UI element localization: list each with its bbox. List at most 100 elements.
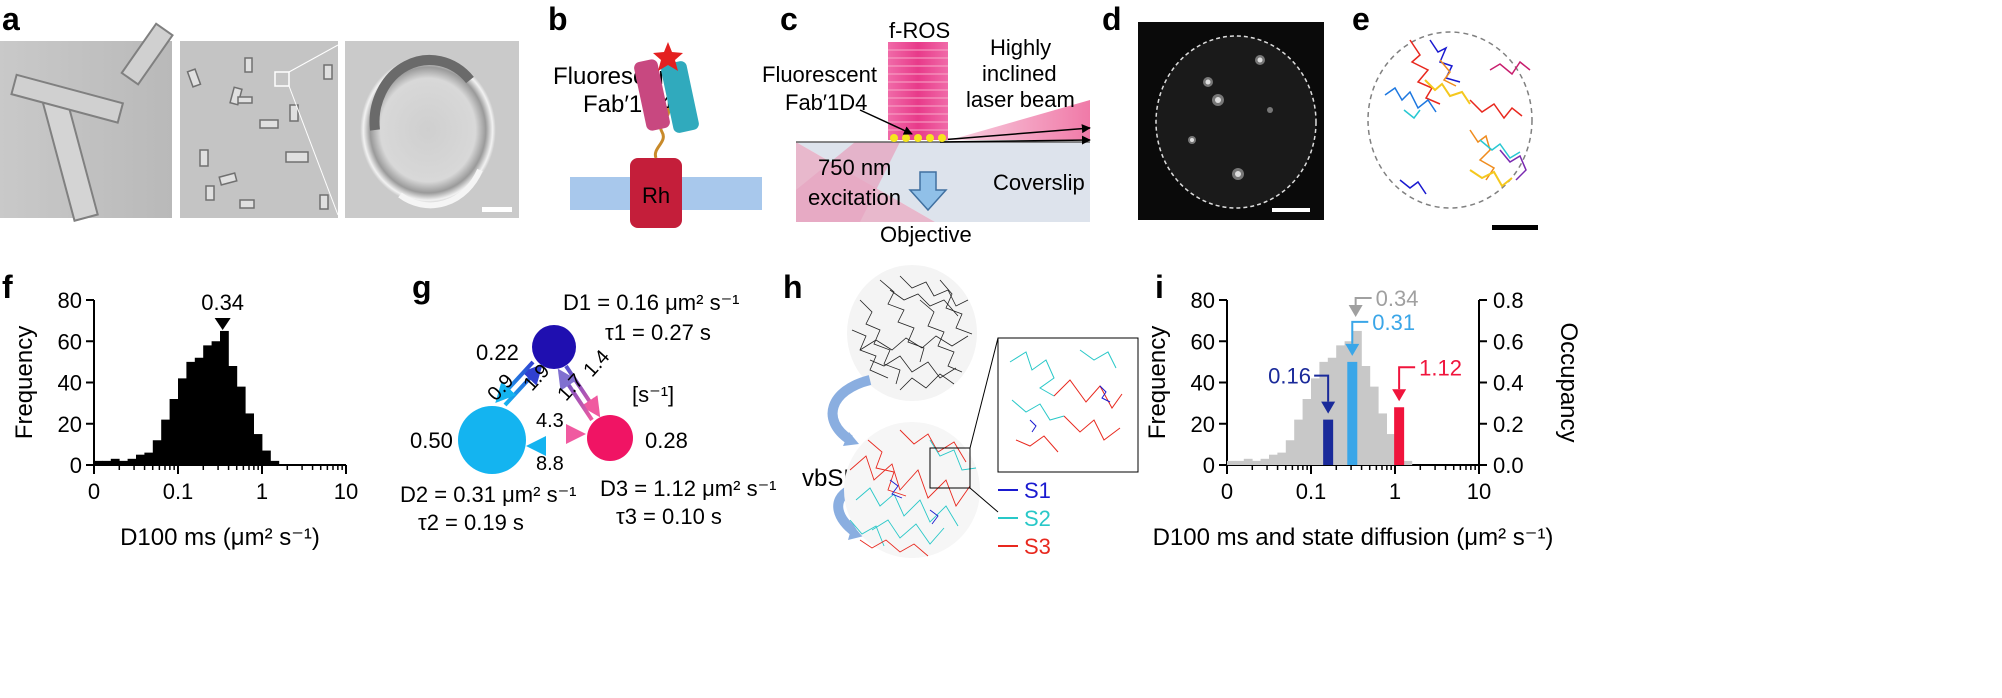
trajectories-plot <box>1367 31 1538 230</box>
y-tick-label: 40 <box>58 371 82 396</box>
down-arrow-icon <box>908 171 948 212</box>
rate-2-1: 0.9 <box>483 370 518 405</box>
rate-units: [s⁻¹] <box>632 382 674 407</box>
objective-label: Objective <box>880 222 972 247</box>
histogram-bar <box>262 450 271 465</box>
histogram-bar <box>144 452 154 465</box>
mean-leader-line <box>1354 297 1372 306</box>
x-tick-label: 1 <box>1389 479 1401 504</box>
state-3-dwell: τ3 = 0.10 s <box>616 504 722 529</box>
state-legend: S1 S2 S3 <box>998 478 1051 559</box>
f-ros-label: f-ROS <box>889 18 950 43</box>
zoom-line <box>969 487 999 513</box>
histogram-bar <box>1369 386 1379 465</box>
histogram-bar <box>152 440 162 465</box>
state-1-node <box>532 325 576 369</box>
x-axis-label: D100 ms (μm² s⁻¹) <box>120 524 320 551</box>
histogram-bar <box>203 345 212 465</box>
state-3-diffusion: D3 = 1.12 μm² s⁻¹ <box>600 476 777 501</box>
state-2-node <box>458 406 526 474</box>
histogram-bar <box>1252 460 1261 465</box>
fluorophore-star-icon <box>653 42 683 71</box>
histogram-bar <box>228 366 238 465</box>
zoom-line <box>969 337 999 449</box>
histogram-bar <box>169 399 179 465</box>
x-tick-label: 0.1 <box>163 479 194 504</box>
y2-axis-label: Occupancy <box>1555 322 1582 442</box>
fab-fragment <box>634 42 699 133</box>
histogram-bar <box>1227 460 1236 465</box>
state-label: 0.31 <box>1372 310 1415 335</box>
y-axis-label: Frequency <box>1144 326 1171 439</box>
mean-label: 0.34 <box>1376 286 1419 311</box>
y-tick-label: 20 <box>58 412 82 437</box>
y-tick-label: 0 <box>70 453 82 478</box>
state-occupancy-bar <box>1347 361 1358 465</box>
mean-marker-icon <box>1348 305 1363 317</box>
micrograph-rods-field <box>180 41 338 218</box>
all-trajectories-black <box>847 265 977 401</box>
state-3-node <box>587 415 633 461</box>
panel-letter-h: h <box>783 269 803 305</box>
x-tick-label: 0 <box>1221 479 1233 504</box>
panel-letter-i: i <box>1155 269 1164 305</box>
panel-letter-g: g <box>412 269 432 305</box>
rate-3-2: 8.8 <box>536 453 564 475</box>
x-tick-label: 10 <box>334 479 358 504</box>
histogram-bar <box>1277 452 1287 465</box>
histogram-bar <box>102 460 112 465</box>
y-tick-label: 80 <box>1191 288 1215 313</box>
rate-3-1: 1.7 <box>553 370 588 405</box>
histogram-bar <box>1311 378 1320 465</box>
state-leader-line <box>1314 374 1330 402</box>
y-tick-label: 60 <box>58 329 82 354</box>
coverslip-diagram <box>796 100 1091 222</box>
legend-s2: S2 <box>1024 506 1051 531</box>
histogram-bar <box>220 330 229 465</box>
state-1-diffusion: D1 = 0.16 μm² s⁻¹ <box>563 290 740 315</box>
histogram-bar <box>1378 413 1387 465</box>
histogram-bar <box>1285 440 1295 465</box>
y-tick-label: 80 <box>58 288 82 313</box>
rate-1-3: 1.4 <box>579 346 614 381</box>
histogram-bar <box>211 341 221 465</box>
histogram-bar <box>194 357 204 465</box>
zoom-line <box>288 44 339 73</box>
rhodopsin-schematic: Rh <box>630 107 682 228</box>
zoom-line <box>288 85 339 216</box>
histogram-bar <box>110 458 120 465</box>
state-diagram <box>458 325 633 474</box>
state-leader-line <box>1351 320 1369 344</box>
state-marker-icon <box>1345 343 1360 356</box>
histogram-bar <box>1327 357 1337 465</box>
histogram-bar <box>1353 330 1362 465</box>
histogram-bar <box>1302 399 1312 465</box>
fluorescence-image <box>1138 22 1324 220</box>
x-axis-label: D100 ms and state diffusion (μm² s⁻¹) <box>1153 524 1554 551</box>
histogram-bar <box>161 419 170 465</box>
panel-letter-f: f <box>2 269 13 305</box>
histogram-bar <box>1403 460 1413 465</box>
panel-letter-c: c <box>780 1 798 37</box>
histogram-bar <box>270 460 280 465</box>
legend-s3: S3 <box>1024 534 1051 559</box>
state-1-occupancy: 0.22 <box>476 340 519 365</box>
pointer-arrow <box>859 109 913 135</box>
panel-letter-e: e <box>1352 1 1370 37</box>
x-tick-label: 1 <box>256 479 268 504</box>
histogram-bar <box>1336 345 1345 465</box>
state-label: 1.12 <box>1419 355 1462 380</box>
mean-marker-icon <box>214 318 231 330</box>
f-ros-cylinder <box>888 42 948 142</box>
histogram-bar <box>236 386 246 465</box>
scale-bar <box>482 207 512 212</box>
state-leader-line <box>1398 366 1416 390</box>
x-tick-label: 10 <box>1467 479 1491 504</box>
panel-letter-d: d <box>1102 1 1122 37</box>
histogram-bar <box>1361 366 1371 465</box>
y2-tick-label: 0.0 <box>1493 453 1524 478</box>
rh-label: Rh <box>642 183 670 208</box>
